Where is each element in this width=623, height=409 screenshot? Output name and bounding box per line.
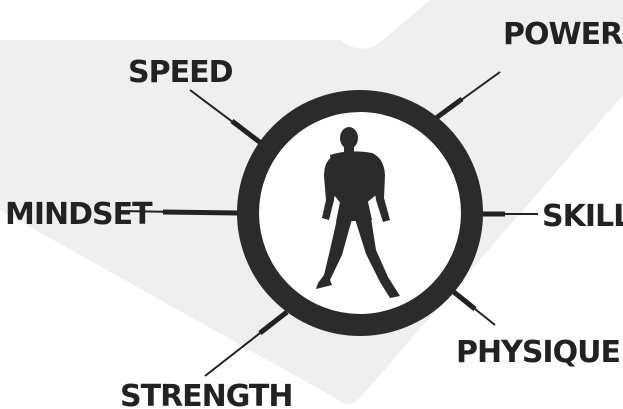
strength-connector-accent [258, 310, 289, 335]
label-mindset: MINDSET [5, 197, 153, 232]
label-skills: SKILLS [542, 199, 623, 234]
mindset-connector-accent [162, 209, 239, 216]
label-physique: PHYSIQUE [456, 335, 620, 370]
label-strength: STRENGTH [120, 379, 292, 409]
label-power: POWER [503, 17, 623, 52]
label-speed: SPEED [128, 55, 233, 90]
standing-man-silhouette-icon [316, 127, 400, 298]
